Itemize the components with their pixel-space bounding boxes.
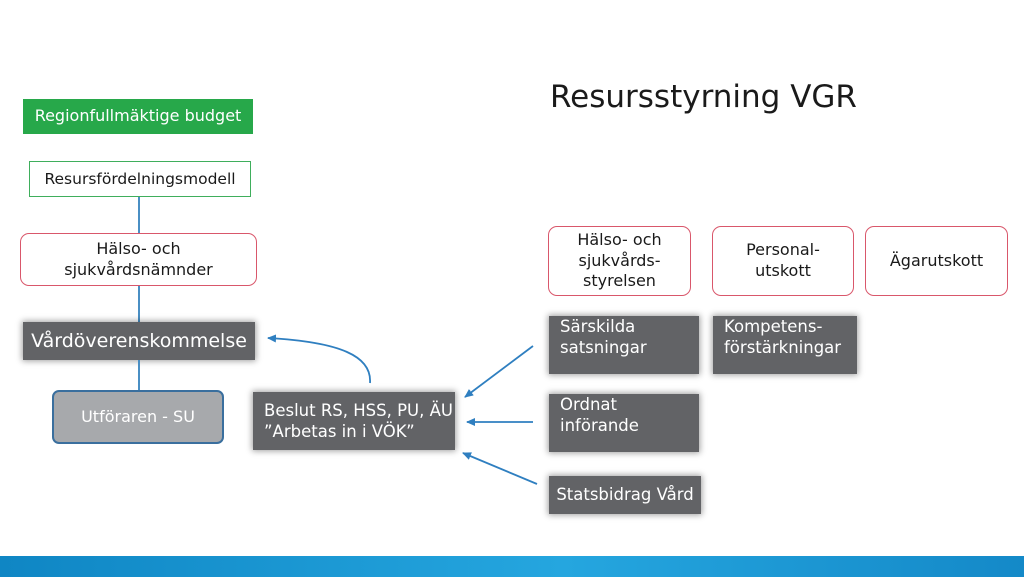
personnel-label-1: Personal- bbox=[746, 240, 820, 260]
provider-box: Utföraren - SU bbox=[52, 390, 224, 444]
decision-label-1: Beslut RS, HSS, PU, ÄU bbox=[264, 400, 453, 420]
competence-label-1: Kompetens- bbox=[724, 317, 823, 336]
owner-label: Ägarutskott bbox=[889, 250, 984, 270]
arrow-grant-to-decision bbox=[462, 452, 538, 485]
board-label-2: sjukvårds- bbox=[578, 250, 661, 270]
state-grant-box: Statsbidrag Vård bbox=[549, 476, 701, 514]
connector-agreement-provider bbox=[138, 360, 140, 390]
provider-label: Utföraren - SU bbox=[81, 406, 195, 426]
board-label-1: Hälso- och bbox=[577, 230, 662, 250]
decision-box: Beslut RS, HSS, PU, ÄU ”Arbetas in i VÖK… bbox=[253, 392, 455, 450]
personnel-committee-box: Personal- utskott bbox=[712, 226, 854, 296]
special-label-2: satsningar bbox=[560, 338, 647, 358]
ordered-label-1: Ordnat bbox=[560, 395, 617, 414]
personnel-label-2: utskott bbox=[755, 261, 811, 280]
resource-model-label: Resursfördelningsmodell bbox=[44, 169, 236, 188]
special-label-1: Särskilda bbox=[560, 317, 636, 336]
arrow-decision-to-agreement bbox=[267, 334, 371, 384]
state-grant-label: Statsbidrag Vård bbox=[556, 485, 694, 505]
board-box: Hälso- och sjukvårds- styrelsen bbox=[548, 226, 691, 296]
budget-label: Regionfullmäktige budget bbox=[34, 106, 242, 126]
competence-label-2: förstärkningar bbox=[724, 338, 842, 358]
ordered-introduction-box: Ordnat införande bbox=[549, 394, 699, 452]
agreement-box: Vårdöverenskommelse bbox=[23, 322, 255, 360]
board-label-3: styrelsen bbox=[583, 271, 656, 291]
budget-box: Regionfullmäktige budget bbox=[23, 99, 253, 134]
committees-label-2: sjukvårdsnämnder bbox=[64, 259, 213, 279]
footer-bar bbox=[0, 556, 1024, 577]
special-initiatives-box: Särskilda satsningar bbox=[549, 316, 699, 374]
owner-committee-box: Ägarutskott bbox=[865, 226, 1008, 296]
page-title: Resursstyrning VGR bbox=[550, 79, 857, 115]
committees-box: Hälso- och sjukvårdsnämnder bbox=[20, 233, 257, 286]
resource-model-box: Resursfördelningsmodell bbox=[29, 161, 251, 197]
connector-model-committees bbox=[138, 197, 140, 233]
competence-box: Kompetens- förstärkningar bbox=[713, 316, 857, 374]
arrow-special-to-decision bbox=[464, 345, 534, 398]
agreement-label: Vårdöverenskommelse bbox=[31, 329, 247, 352]
committees-label-1: Hälso- och bbox=[96, 238, 181, 258]
connector-committees-agreement bbox=[138, 286, 140, 322]
decision-label-2: ”Arbetas in i VÖK” bbox=[264, 422, 415, 441]
ordered-label-2: införande bbox=[560, 416, 639, 436]
